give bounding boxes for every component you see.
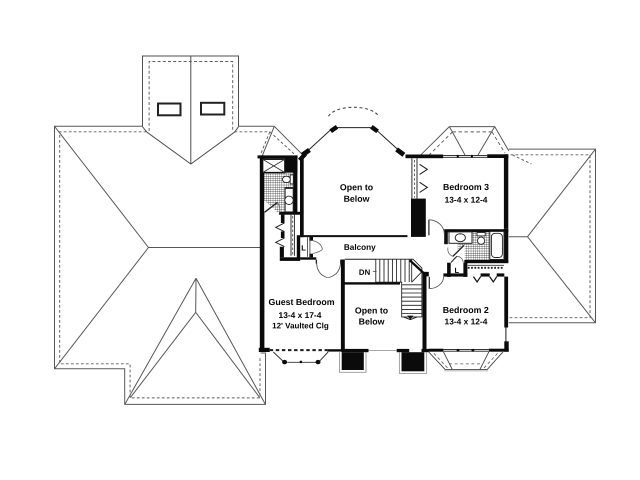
svg-text:Bedroom 3: Bedroom 3 <box>443 182 489 192</box>
svg-text:Open to: Open to <box>355 306 389 316</box>
svg-text:Open to: Open to <box>340 182 374 192</box>
svg-text:13-4 x 17-4: 13-4 x 17-4 <box>279 310 322 320</box>
svg-text:L: L <box>301 243 306 252</box>
svg-text:Guest Bedroom: Guest Bedroom <box>269 297 335 307</box>
svg-text:Below: Below <box>359 317 385 327</box>
svg-text:13-4 x 12-4: 13-4 x 12-4 <box>445 316 488 326</box>
svg-text:Balcony: Balcony <box>344 243 376 252</box>
svg-text:13-4 x 12-4: 13-4 x 12-4 <box>445 195 488 205</box>
svg-text:DN: DN <box>359 268 371 277</box>
svg-text:Bedroom 2: Bedroom 2 <box>443 305 489 315</box>
svg-text:Below: Below <box>344 194 370 204</box>
svg-text:12' Vaulted Clg: 12' Vaulted Clg <box>272 321 329 330</box>
svg-text:L: L <box>454 266 459 275</box>
